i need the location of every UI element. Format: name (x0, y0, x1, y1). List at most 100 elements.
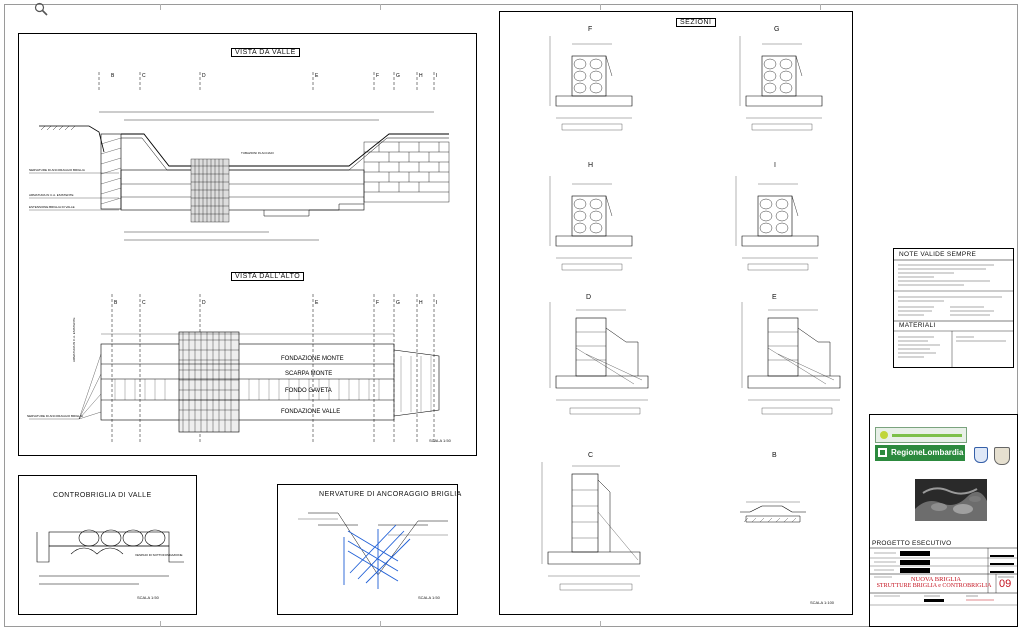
anchor-ribs-panel: NERVATURE DI ANCORAGGIO BRIGLIA SCALA 1:… (277, 484, 461, 615)
counter-weir-scale: SCALA 1:50 (137, 595, 159, 600)
edge-tick (600, 621, 601, 627)
section-c-drawing (541, 462, 641, 591)
edge-tick (380, 4, 381, 10)
region-logo: RegioneLombardia (875, 445, 965, 461)
axis-label: D (202, 73, 206, 79)
axis-label: F (376, 300, 379, 306)
site-photo (915, 479, 987, 521)
edge-tick (380, 621, 381, 627)
section-i-drawing (735, 175, 819, 271)
counter-weir-drawing: VESPAIO DI SOTTOFONDAZIONE (36, 529, 184, 585)
sheet-number: 09 (999, 578, 1012, 590)
title-block-grid (870, 547, 1017, 606)
axis-label: I (436, 73, 437, 79)
axis-label: C (142, 300, 146, 306)
axis-label: G (396, 300, 400, 306)
axis-label: F (376, 73, 379, 79)
section-label-f: F (588, 26, 593, 33)
rebar-blue-lines (343, 524, 411, 589)
axis-label: B (114, 300, 118, 306)
axis-label: G (396, 73, 400, 79)
region-name: RegioneLombardia (891, 448, 964, 457)
svg-text:ARMATURA IN C.A. ESISTENTE: ARMATURA IN C.A. ESISTENTE (72, 318, 76, 362)
section-g-drawing (739, 35, 823, 131)
section-label-e: E (772, 294, 777, 301)
strip-label: FONDO GAVETA (285, 388, 332, 394)
sections-title: SEZIONI (676, 18, 716, 27)
plan-hatching (114, 356, 432, 412)
ground-profile (39, 125, 105, 153)
section-h-drawing (549, 175, 633, 271)
section-label-i: I (774, 162, 776, 169)
elevation-plan-drawing: NERVATURE DI ANCORAGGIO BRIGLIA ARMATURA… (27, 72, 450, 444)
axis-label: D (202, 300, 206, 306)
plan-outline (100, 331, 440, 433)
counter-weir-title: CONTROBRIGLIA DI VALLE (53, 492, 152, 499)
svg-text:TUBAZIONI IN ACCIAIO: TUBAZIONI IN ACCIAIO (241, 151, 275, 155)
notes-box: NOTE VALIDE SEMPRE MATERIALI (893, 248, 1014, 368)
axis-label: E (315, 73, 319, 79)
notes-lines (894, 259, 1013, 367)
sections-drawing (541, 35, 841, 591)
section-d-drawing (549, 301, 649, 415)
elevation-plan-panel: NERVATURE DI ANCORAGGIO BRIGLIA ARMATURA… (18, 33, 477, 456)
magnifier-icon[interactable] (34, 2, 48, 16)
anchor-ribs-title: NERVATURE DI ANCORAGGIO BRIGLIA (319, 491, 462, 498)
section-b-drawing (740, 501, 806, 523)
elevation-axis-labels: B C D E F G H I (111, 73, 437, 79)
section-label-g: G (774, 26, 780, 33)
right-masonry (363, 141, 450, 203)
strip-label: SCARPA MONTE (285, 371, 332, 377)
axis-label: H (419, 300, 423, 306)
rebar-mesh-plan (179, 332, 239, 432)
axis-label: H (419, 73, 423, 79)
title-block: RegioneLombardia PROGETTO ESECUTIVO (869, 414, 1018, 627)
section-label-d: D (586, 294, 592, 301)
edge-tick (160, 4, 161, 10)
materials-title: MATERIALI (899, 322, 936, 329)
project-phase: PROGETTO ESECUTIVO (872, 540, 952, 547)
section-label-h: H (588, 162, 594, 169)
regional-crest-icon (994, 447, 1010, 465)
leader-lines (29, 172, 119, 211)
svg-text:ESTENSIONE BRIGLIA DI VALLE: ESTENSIONE BRIGLIA DI VALLE (29, 205, 75, 209)
elevation-axis-ticks (98, 72, 435, 92)
weir-body (120, 169, 365, 211)
plan-scale: SCALA 1:50 (429, 438, 451, 443)
anchor-ribs-drawing (298, 512, 448, 589)
sections-panel: SEZIONI F G H I D E C B (499, 11, 853, 615)
elevation-view-title: VISTA DA VALLE (231, 48, 300, 57)
svg-text:VESPAIO DI SOTTOFONDAZIONE: VESPAIO DI SOTTOFONDAZIONE (135, 553, 183, 557)
axis-label: C (142, 73, 146, 79)
rebar-mesh-elevation (190, 158, 230, 223)
section-f-drawing (549, 35, 633, 131)
axis-label: B (111, 73, 115, 79)
svg-text:ARMATURA IN C.A. ESISTENTE: ARMATURA IN C.A. ESISTENTE (29, 193, 73, 197)
notes-title: NOTE VALIDE SEMPRE (899, 251, 977, 258)
project-title-line2: STRUTTURE BRIGLIA e CONTROBRIGLIA (876, 583, 992, 589)
plan-axis-labels: B C D E F G H I (114, 300, 437, 306)
edge-tick (160, 621, 161, 627)
anchor-ribs-scale: SCALA 1:50 (418, 595, 440, 600)
sheet-border (4, 4, 1018, 627)
section-label-b: B (772, 452, 777, 459)
plan-view-title: VISTA DALL'ALTO (231, 272, 305, 281)
edge-tick (600, 4, 601, 10)
strip-label: FONDAZIONE VALLE (281, 409, 340, 415)
sections-scale: SCALA 1:100 (810, 600, 835, 605)
agency-logo-banner (875, 427, 967, 443)
edge-tick (820, 4, 821, 10)
left-abutment (100, 133, 122, 210)
municipal-crest-icon (974, 447, 988, 463)
plan-axis-ticks (111, 294, 435, 444)
counter-weir-panel: CONTROBRIGLIA DI VALLE VESPAIO DI SOTTOF… (18, 475, 197, 615)
weir-crest (121, 133, 449, 167)
axis-label: I (436, 300, 437, 306)
section-e-drawing (741, 301, 841, 415)
axis-label: E (315, 300, 319, 306)
plan-strip-labels: FONDAZIONE MONTE SCARPA MONTE FONDO GAVE… (281, 356, 344, 415)
plan-leaders (29, 333, 394, 420)
svg-text:NERVATURE DI ANCORAGGIO BRIGLI: NERVATURE DI ANCORAGGIO BRIGLIA (29, 168, 85, 172)
section-label-c: C (588, 452, 594, 459)
project-title-line1: NUOVA BRIGLIA (910, 576, 962, 583)
